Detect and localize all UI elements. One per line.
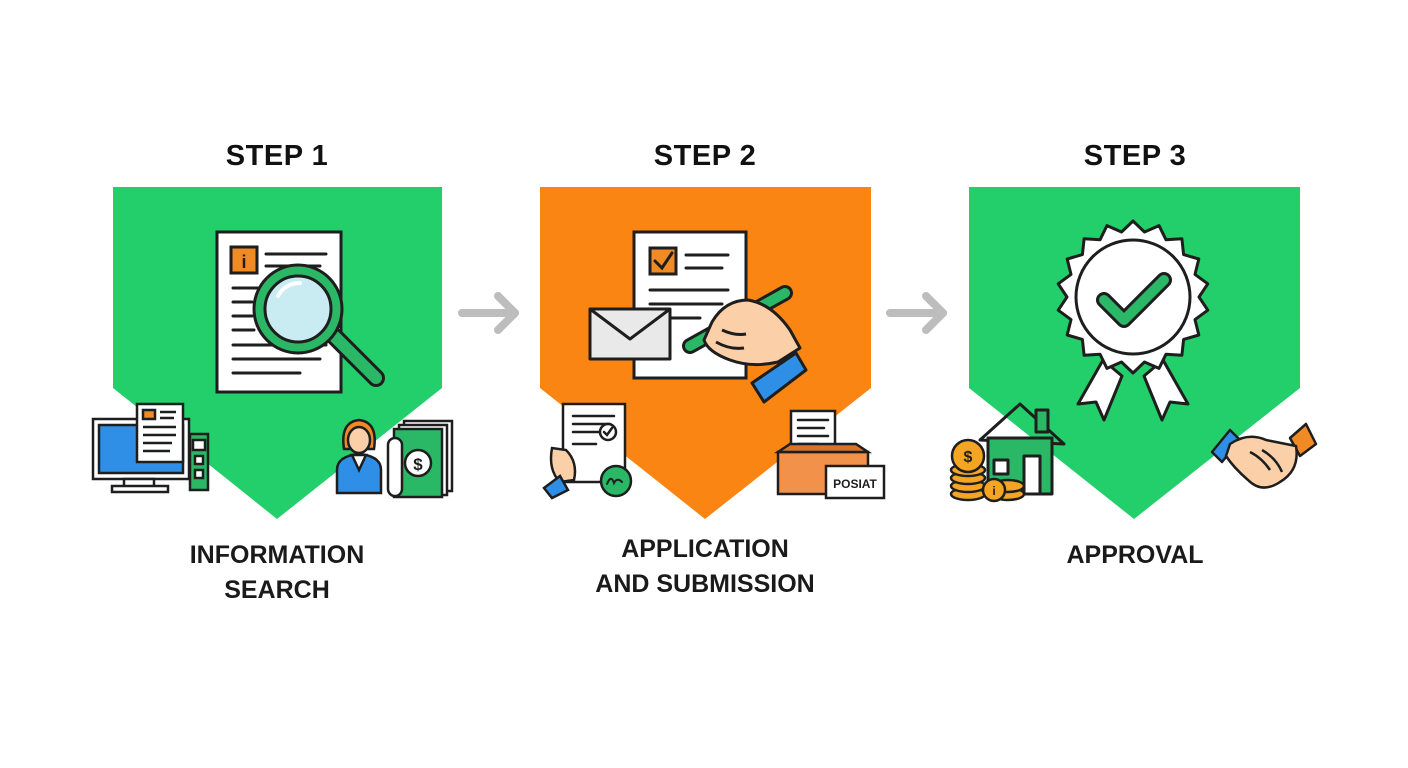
step-1-title: STEP 1	[225, 140, 329, 172]
consultant-icon	[335, 418, 383, 495]
coins-icon: $ i	[949, 438, 1026, 503]
handshake-icon	[1210, 422, 1318, 489]
money-stack-icon: $	[386, 419, 454, 499]
step-2-title: STEP 2	[653, 140, 757, 172]
hand-with-pen-icon	[682, 285, 808, 404]
arrow-2-icon	[886, 292, 947, 334]
arrow-1-icon	[458, 292, 519, 334]
step-1-caption-line-1: INFORMATION	[189, 541, 365, 569]
step-3-caption: APPROVAL	[955, 538, 1315, 573]
step-3-caption-line-1: APPROVAL	[1066, 541, 1204, 569]
mailbox-label: POSIAT	[833, 477, 877, 491]
approval-badge-icon	[1056, 219, 1210, 422]
step-3-panel: $ i	[949, 187, 1318, 519]
step-2-panel: POSIAT	[540, 187, 886, 519]
svg-text:i: i	[241, 252, 246, 272]
step-3-title: STEP 3	[1083, 140, 1187, 172]
computer-icon	[91, 402, 191, 494]
svg-text:$: $	[964, 449, 973, 466]
step-1-caption: INFORMATION SEARCH	[97, 538, 457, 608]
step-2-caption-line-2: AND SUBMISSION	[595, 570, 815, 598]
svg-text:$: $	[413, 455, 423, 474]
svg-text:i: i	[992, 484, 995, 498]
envelope-icon	[588, 307, 672, 361]
magnifier-icon	[252, 263, 385, 387]
usb-drive-icon	[188, 432, 210, 492]
mailbox-icon: POSIAT	[773, 409, 886, 500]
step-1-panel: i	[91, 187, 454, 519]
step-2-caption-line-1: APPLICATION	[621, 535, 789, 563]
step-2-caption: APPLICATION AND SUBMISSION	[525, 532, 885, 602]
step-1-caption-line-2: SEARCH	[224, 576, 330, 604]
signed-form-icon	[542, 402, 633, 500]
